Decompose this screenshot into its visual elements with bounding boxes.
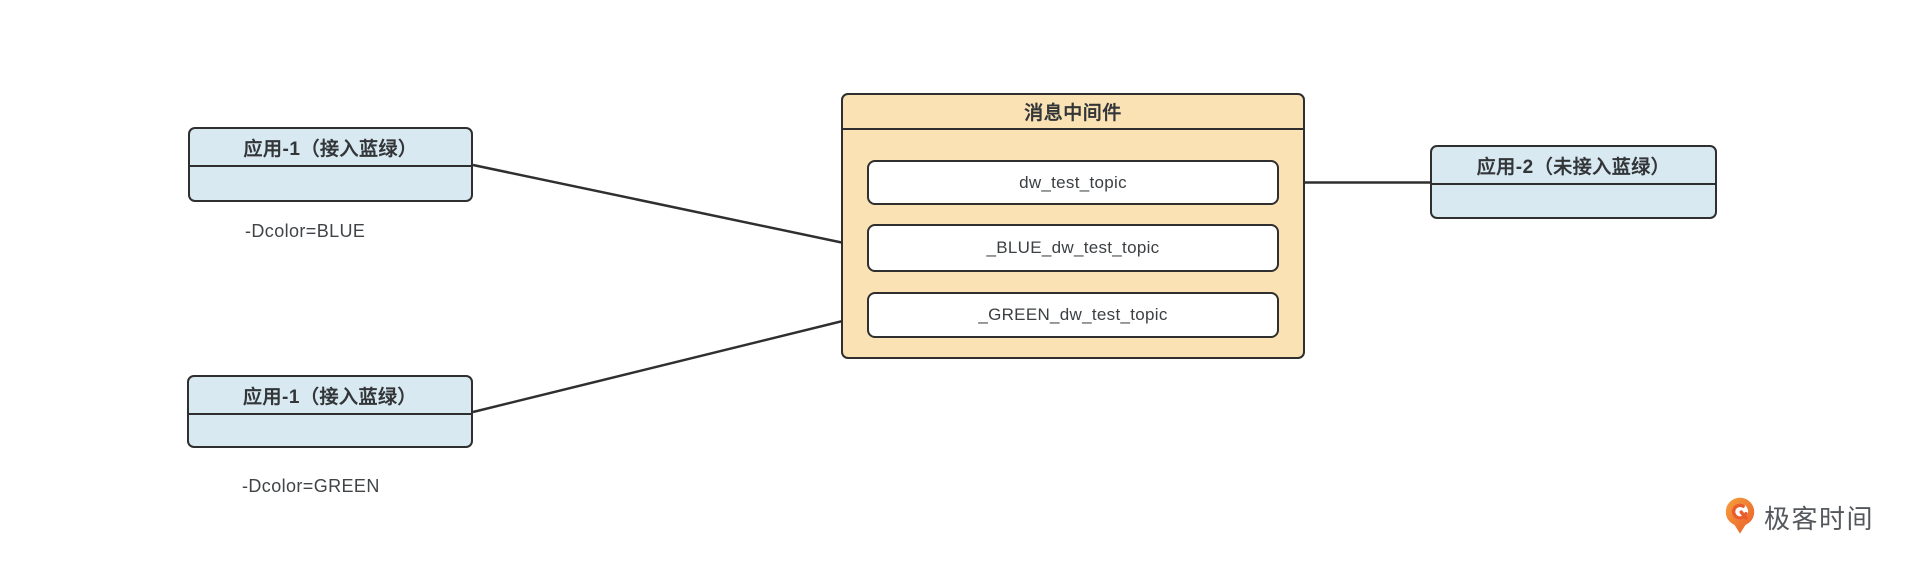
node-app1-green: 应用-1（接入蓝绿） xyxy=(187,375,473,448)
topic-blue-dw-test-topic: _BLUE_dw_test_topic xyxy=(867,224,1279,272)
node-app1-blue: 应用-1（接入蓝绿） xyxy=(188,127,473,202)
middleware-title: 消息中间件 xyxy=(843,95,1303,130)
node-app2: 应用-2（未接入蓝绿） xyxy=(1430,145,1717,219)
node-app2-title: 应用-2（未接入蓝绿） xyxy=(1432,147,1715,185)
geektime-logo: 极客时间 xyxy=(1725,494,1874,540)
param-dcolor-green: -Dcolor=GREEN xyxy=(242,476,380,496)
node-app1-green-title: 应用-1（接入蓝绿） xyxy=(189,377,471,415)
topic-green-dw-test-topic: _GREEN_dw_test_topic xyxy=(867,292,1279,338)
node-app1-blue-title: 应用-1（接入蓝绿） xyxy=(190,129,471,167)
arrow-app1-blue-to-blue-topic xyxy=(472,163,864,251)
param-dcolor-blue: -Dcolor=BLUE xyxy=(245,221,366,241)
arrow-app1-green-to-green-topic xyxy=(472,313,864,414)
topic-dw-test-topic: dw_test_topic xyxy=(867,160,1279,205)
geektime-logo-text: 极客时间 xyxy=(1764,503,1875,534)
geektime-pin-q-icon xyxy=(1725,497,1755,534)
